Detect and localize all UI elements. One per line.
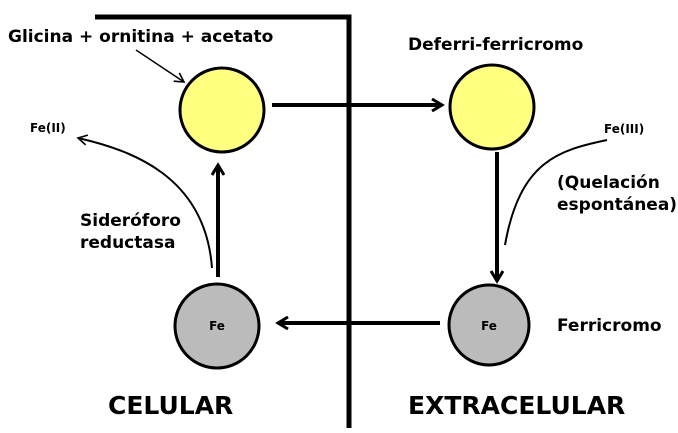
fe-ii-label: Fe(II): [30, 121, 66, 135]
empty-siderophore-intracellular: [178, 66, 266, 154]
fe-left-label: Fe: [209, 319, 225, 333]
empty-siderophore-extracellular: [448, 63, 536, 151]
precursors-label: Glicina + ornitina + acetato: [8, 27, 273, 47]
ferricromo-label: Ferricromo: [557, 316, 662, 336]
fe-ii-release-curve: [76, 134, 213, 269]
precursor-pointer-arrow: [135, 49, 186, 83]
extracellular-region-label: EXTRACELULAR: [408, 391, 625, 420]
membrane-line: [95, 14, 352, 428]
deferri-ferricromo-label: Deferri-ferricromo: [408, 35, 583, 55]
fe-right-label: Fe: [481, 319, 497, 333]
reductase-label-line1: Sideróforo: [80, 211, 181, 231]
ferricromo-circle-right: [447, 283, 531, 367]
fe-iii-label: Fe(III): [604, 122, 644, 136]
chelation-label-line1: (Quelación: [557, 173, 660, 193]
chelation-label-line2: espontánea): [557, 195, 677, 215]
reductase-label-line2: reductasa: [80, 233, 175, 253]
ferricromo-circle-left: [173, 282, 261, 370]
fe-iii-curve: [504, 139, 608, 246]
cellular-region-label: CELULAR: [108, 391, 233, 420]
